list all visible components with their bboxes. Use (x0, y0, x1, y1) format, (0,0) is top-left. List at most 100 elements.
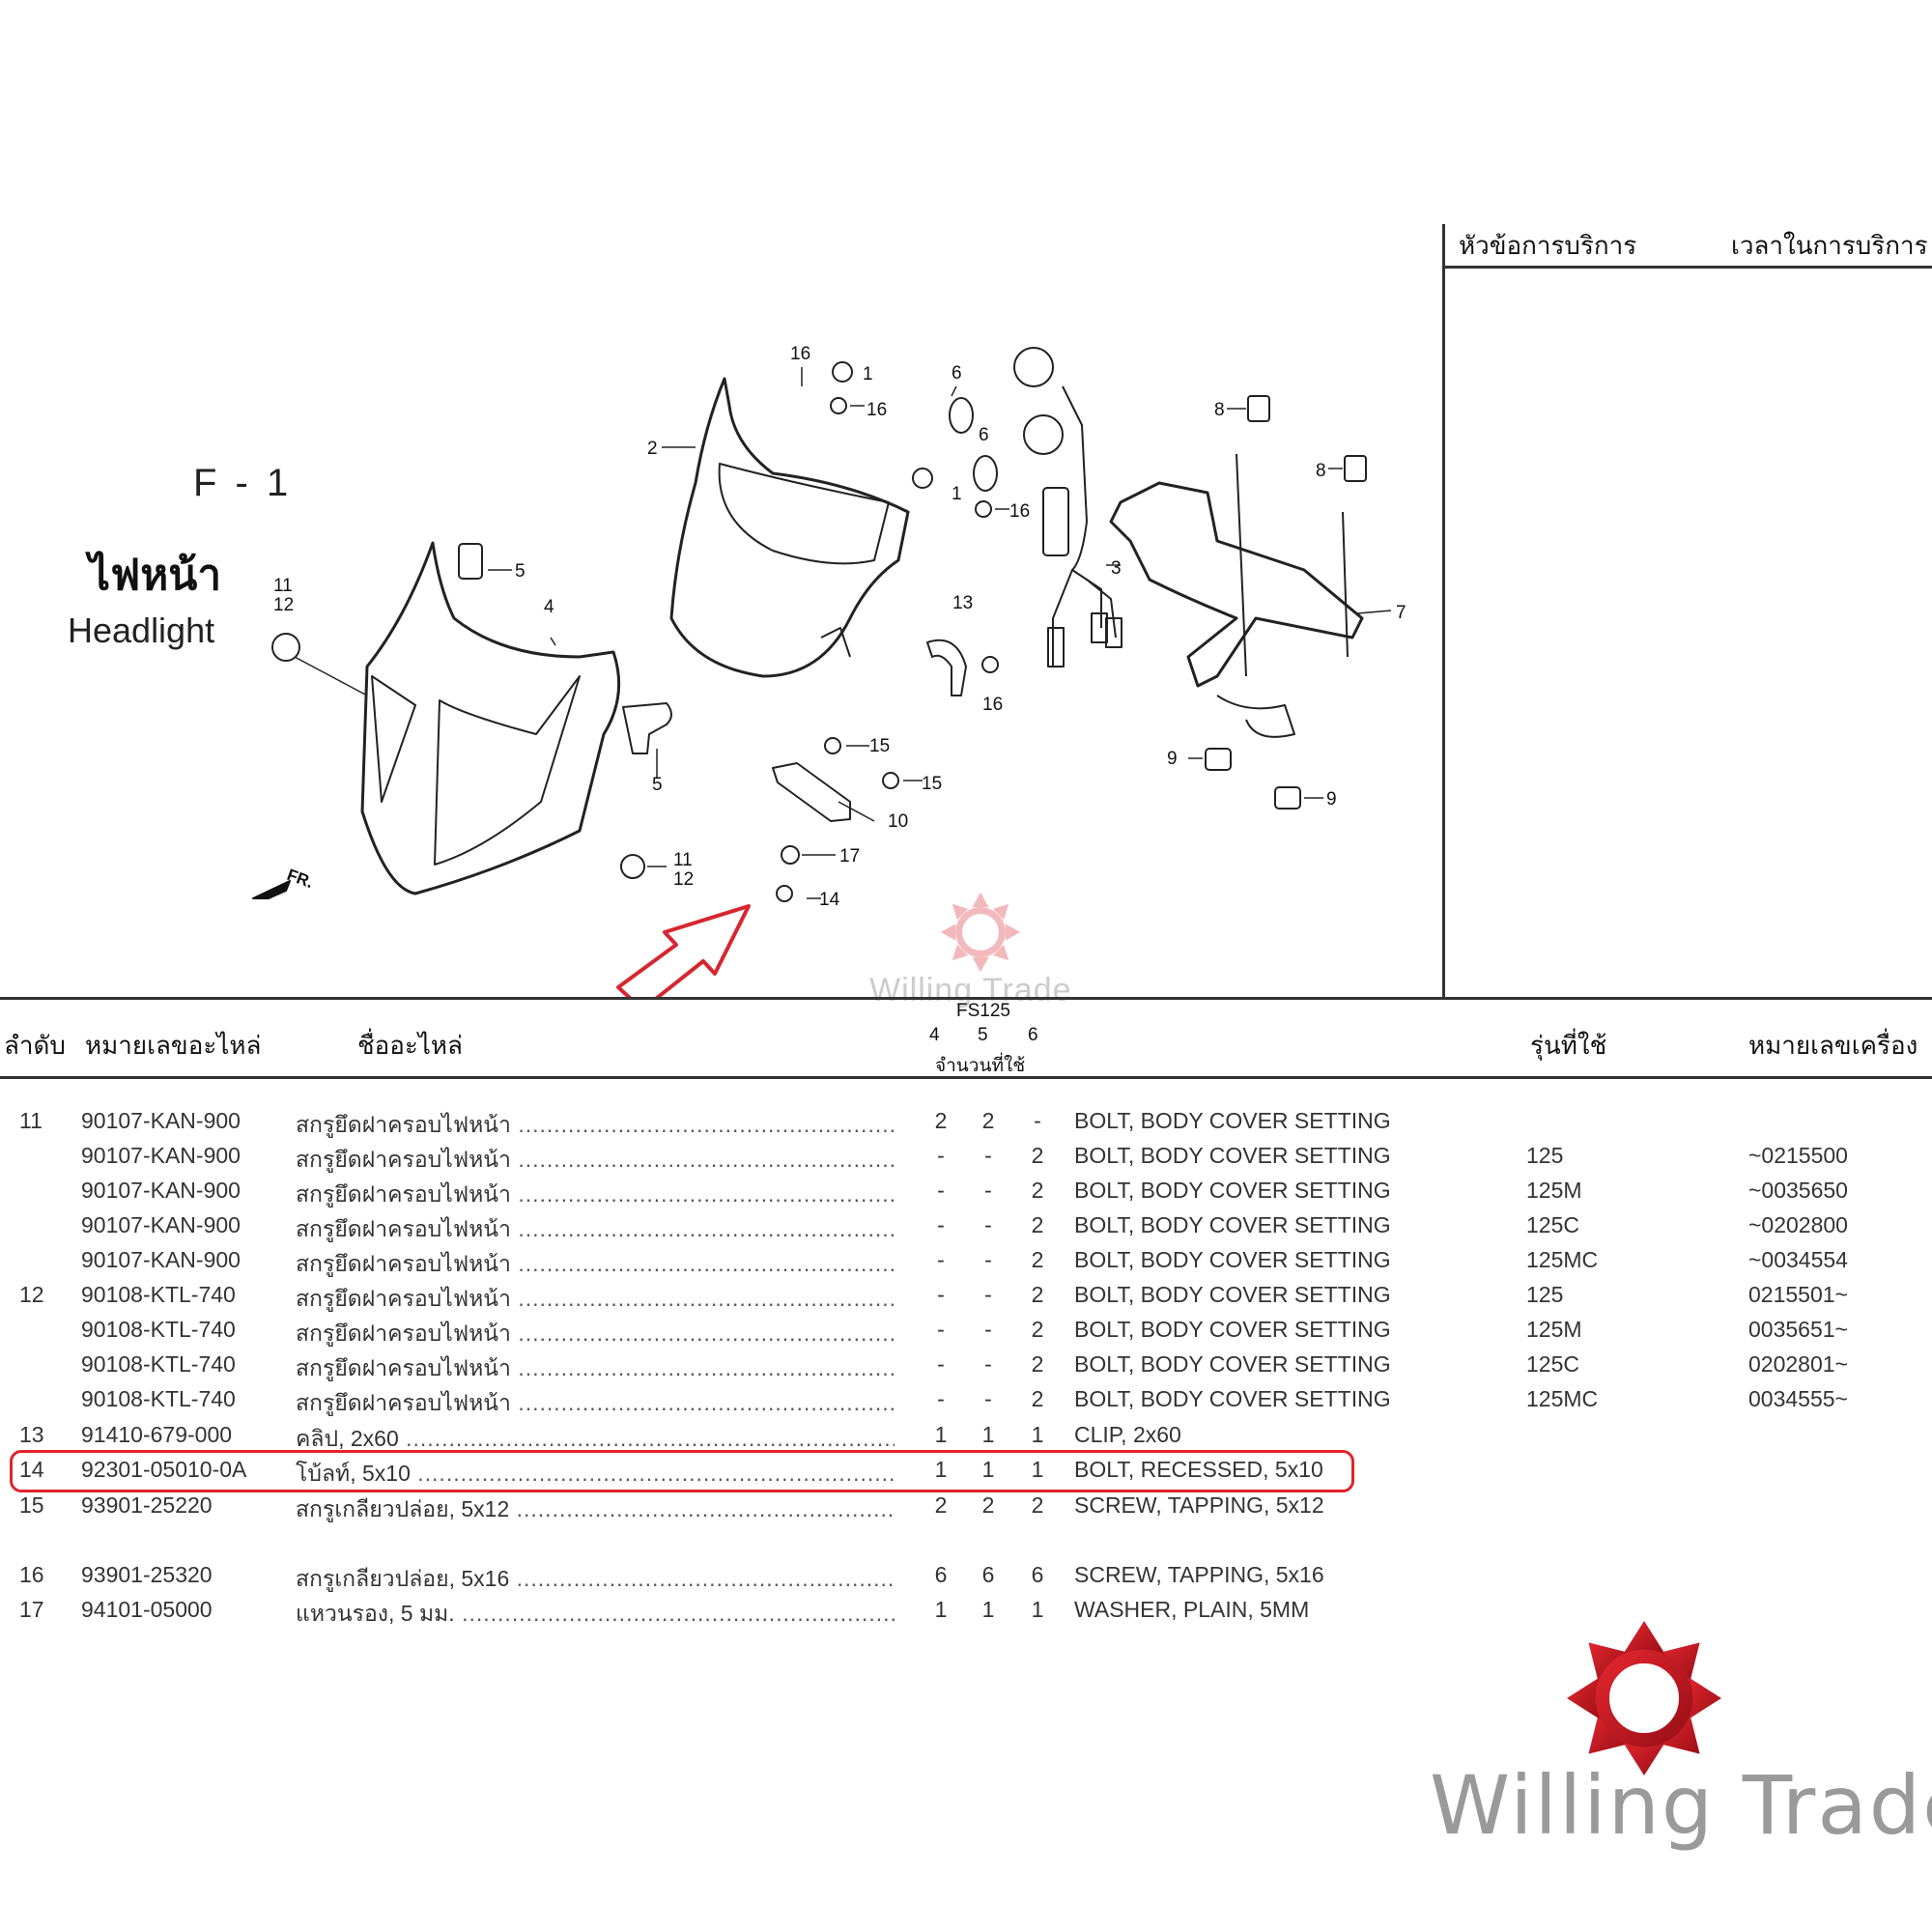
leader-dots: ........................................… (518, 1181, 895, 1207)
callout-12: 12 (673, 869, 694, 890)
header-frame-no: หมายเลขเครื่อง (1748, 1031, 1918, 1060)
part-name-thai-text: สกรูยึดฝาครอบไฟหน้า (296, 1181, 511, 1207)
callout-7: 7 (1396, 603, 1406, 623)
qty-5: 6 (981, 1562, 995, 1587)
highlight-arrow (616, 904, 751, 1000)
qty-5: - (984, 1317, 992, 1342)
part-number: 93901-25320 (81, 1562, 213, 1587)
part-name-thai: สกรูยึดฝาครอบไฟหน้า ....................… (296, 1108, 895, 1143)
qty-4: 1 (934, 1422, 948, 1447)
frame-number: ~0202800 (1748, 1212, 1848, 1237)
part-number: 90108-KTL-740 (81, 1282, 236, 1307)
part-number: 90108-KTL-740 (81, 1351, 236, 1377)
part-name-english: SCREW, TAPPING, 5x16 (1074, 1562, 1324, 1587)
qty-5: - (984, 1247, 992, 1272)
part-name-thai: สกรูยึดฝาครอบไฟหน้า ....................… (296, 1351, 895, 1386)
part-name-english: BOLT, BODY COVER SETTING (1074, 1247, 1391, 1272)
qty-6: 2 (1031, 1178, 1044, 1203)
frame-number: 0202801~ (1748, 1351, 1848, 1377)
part-name-english: BOLT, RECESSED, 5x10 (1074, 1457, 1323, 1482)
part-name-thai: สกรูยึดฝาครอบไฟหน้า ....................… (296, 1143, 895, 1178)
qty-5: - (984, 1351, 992, 1377)
header-no: ลำดับ (4, 1031, 66, 1060)
part-number: 93901-25220 (81, 1492, 213, 1518)
frame-number: ~0035650 (1748, 1178, 1848, 1203)
qty-6: 2 (1031, 1386, 1044, 1411)
callout-11: 11 (673, 850, 693, 870)
qty-4: 2 (934, 1108, 948, 1133)
brand-name: Willing Trade (1430, 1758, 1932, 1853)
qty-6: 2 (1031, 1212, 1044, 1237)
callout-11: 11 (273, 576, 293, 596)
part-name-english: BOLT, BODY COVER SETTING (1074, 1282, 1391, 1307)
callout-2: 2 (647, 439, 658, 459)
row-number: 11 (19, 1108, 43, 1133)
part-name-thai-text: สกรูยึดฝาครอบไฟหน้า (296, 1147, 511, 1172)
part-name-thai: สกรูเกลียวปล่อย, 5x16 ..................… (296, 1562, 895, 1597)
leader-dots: ........................................… (406, 1426, 895, 1451)
model: 125 (1526, 1282, 1564, 1307)
callout-16: 16 (1009, 501, 1030, 522)
part-name-thai-text: สกรูเกลียวปล่อย, 5x16 (296, 1566, 510, 1591)
row-number: 13 (19, 1422, 44, 1447)
part-name-thai-text: โบ้ลท์, 5x10 (296, 1461, 411, 1486)
model: 125M (1526, 1178, 1582, 1203)
qty-6: 2 (1031, 1492, 1044, 1518)
callout-16: 16 (982, 695, 1003, 715)
front-cover-inner (434, 675, 581, 866)
service-topic-header: หัวข้อการบริการ (1459, 231, 1637, 260)
part-name-thai-text: แหวนรอง, 5 มม. (296, 1601, 455, 1626)
qty-6: 6 (1031, 1562, 1044, 1587)
row-number: 16 (19, 1562, 44, 1587)
part-name-thai: สกรูยึดฝาครอบไฟหน้า ....................… (296, 1178, 895, 1212)
part-number: 90108-KTL-740 (81, 1317, 236, 1342)
row-number: 15 (19, 1492, 44, 1518)
part-name-english: CLIP, 2x60 (1074, 1422, 1181, 1447)
part-number: 90107-KAN-900 (81, 1143, 241, 1168)
wiring-harness-part (1052, 385, 1117, 667)
qty-4: 1 (934, 1597, 948, 1622)
part-name-thai-text: สกรูยึดฝาครอบไฟหน้า (296, 1390, 511, 1415)
part-name-english: BOLT, BODY COVER SETTING (1074, 1317, 1391, 1342)
callout-1: 1 (863, 364, 873, 384)
qty-5: 1 (981, 1422, 995, 1447)
part-number: 90107-KAN-900 (81, 1212, 241, 1237)
model: 125MC (1526, 1247, 1599, 1272)
qty-4: - (937, 1178, 945, 1203)
callout-5: 5 (515, 561, 526, 582)
header-model: รุ่นที่ใช้ (1530, 1031, 1607, 1060)
qty-5: - (984, 1386, 992, 1411)
header-qty-4: 4 (929, 1025, 940, 1045)
part-name-english: BOLT, BODY COVER SETTING (1074, 1351, 1391, 1377)
frame-number: ~0215500 (1748, 1143, 1848, 1168)
service-panel: หัวข้อการบริการ เวลาในการบริการ (1442, 224, 1932, 999)
qty-6: 2 (1031, 1317, 1044, 1342)
qty-4: - (937, 1386, 945, 1411)
leader-dots: ........................................… (462, 1601, 895, 1626)
part-name-thai: คลิป, 2x60 .............................… (296, 1422, 895, 1457)
part-number: 90108-KTL-740 (81, 1386, 236, 1411)
leader-dots: ........................................… (518, 1321, 895, 1346)
header-qty: จำนวนที่ใช้ (935, 1056, 1026, 1076)
header-qty-6: 6 (1028, 1025, 1038, 1045)
part-name-english: SCREW, TAPPING, 5x12 (1074, 1492, 1324, 1518)
leader-dots: ........................................… (518, 1251, 895, 1276)
qty-6: 1 (1031, 1457, 1044, 1482)
qty-6: - (1034, 1108, 1041, 1133)
model: 125 (1526, 1143, 1564, 1168)
qty-4: - (937, 1282, 945, 1307)
qty-5: - (984, 1212, 992, 1237)
leader-dots: ........................................… (417, 1461, 895, 1486)
fr-label: FR. (285, 866, 316, 892)
model: 125C (1526, 1351, 1579, 1377)
callout-6: 6 (979, 425, 989, 445)
part-name-thai: สกรูยึดฝาครอบไฟหน้า ....................… (296, 1386, 895, 1421)
part-number: 92301-05010-0A (81, 1457, 247, 1482)
frame-number: 0035651~ (1748, 1317, 1848, 1342)
leader-dots: ........................................… (518, 1286, 895, 1311)
part-name-thai: สกรูยึดฝาครอบไฟหน้า ....................… (296, 1212, 895, 1247)
